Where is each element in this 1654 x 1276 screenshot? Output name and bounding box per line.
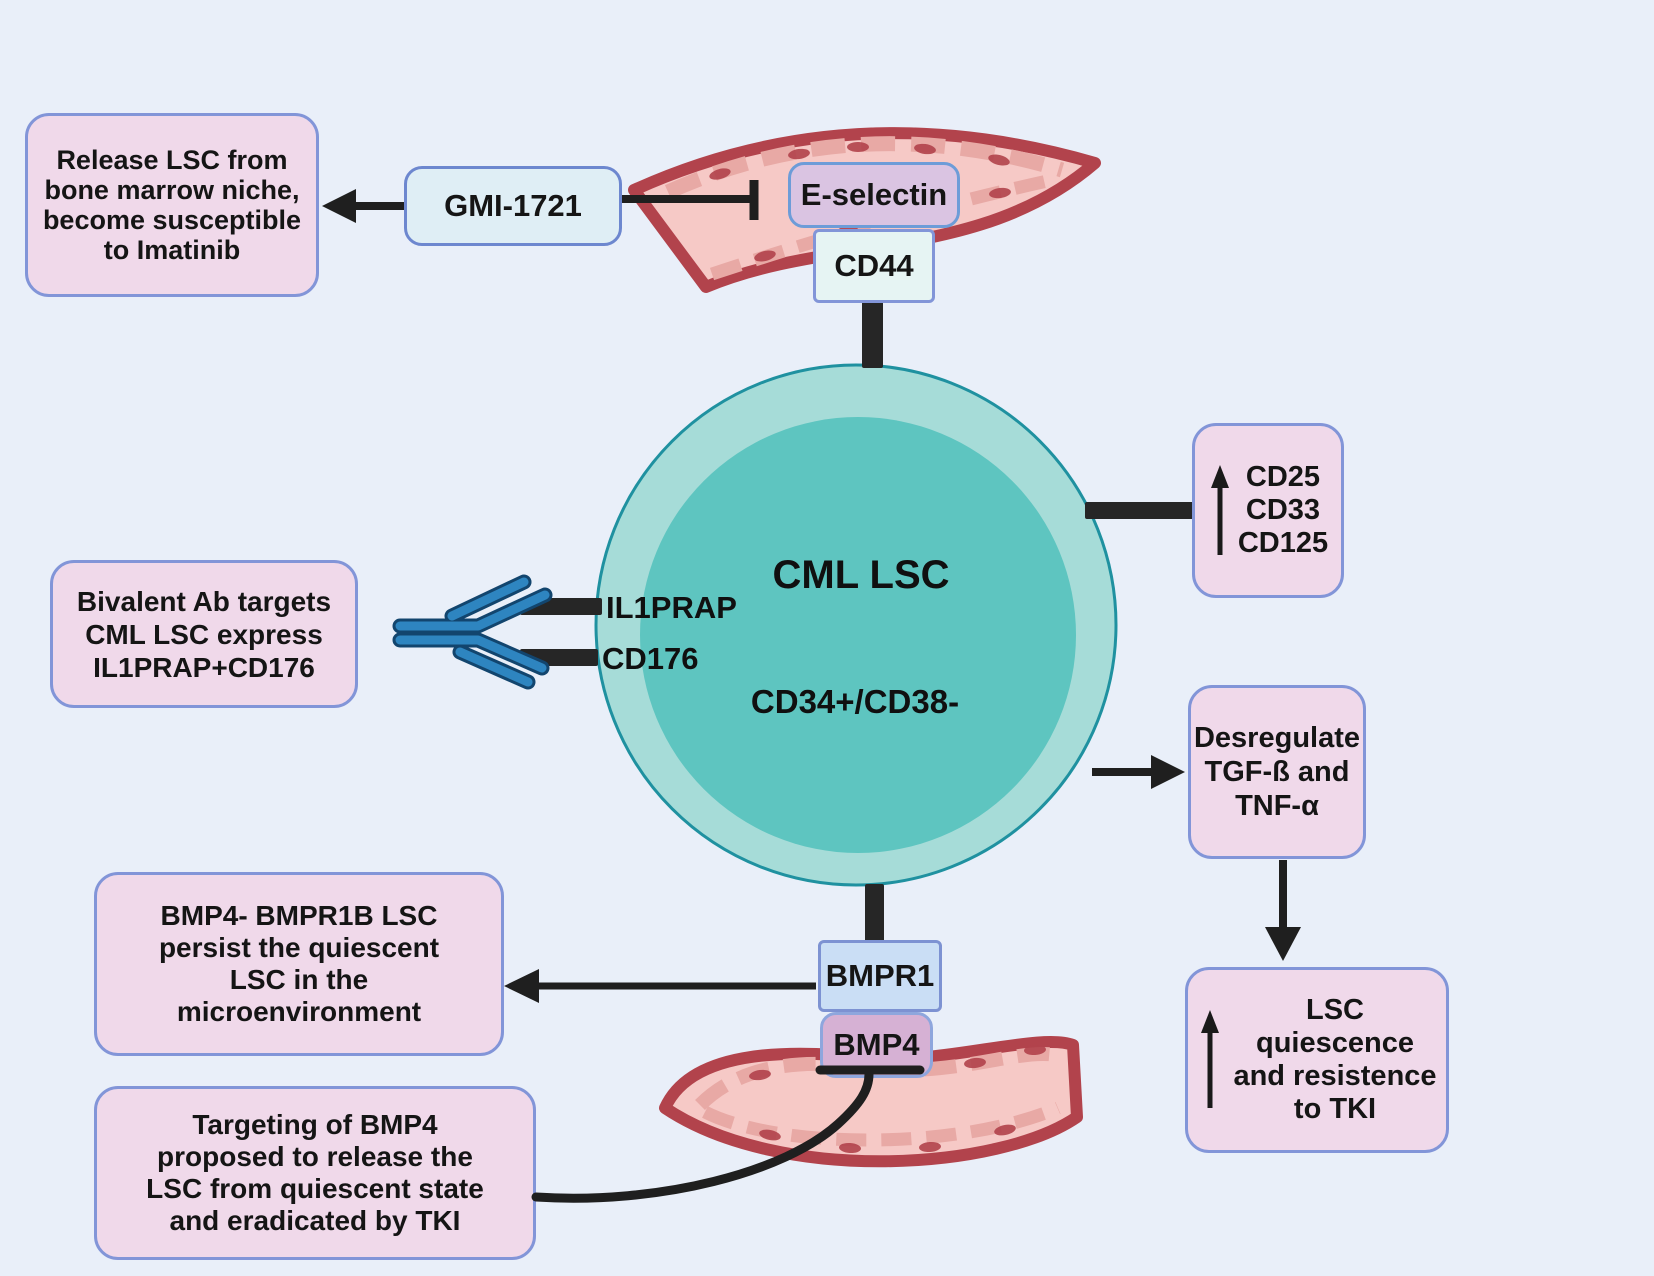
inhibitor-gmi-to-eselectin bbox=[602, 180, 759, 220]
targeting-bmp4-text: Targeting of BMP4 proposed to release th… bbox=[146, 1109, 484, 1236]
release-lsc-text: Release LSC from bone marrow niche, beco… bbox=[42, 145, 302, 265]
bivalent-ab-box: Bivalent Ab targets CML LSC express IL1P… bbox=[50, 560, 358, 708]
endothelium-nuclei bbox=[709, 142, 1011, 262]
up-arrow-icon bbox=[1210, 464, 1229, 555]
gmi-1721-label: GMI-1721 bbox=[444, 188, 582, 223]
bmp4-label: BMP4 bbox=[833, 1027, 920, 1062]
cd44-label: CD44 bbox=[834, 248, 914, 283]
arrow-bmpr1-to-bmp4box bbox=[504, 969, 816, 1003]
bivalent-antibody-icon bbox=[392, 574, 553, 690]
cell-title: CML LSC bbox=[772, 553, 950, 597]
bmp4-box: BMP4 bbox=[820, 1012, 933, 1078]
e-selectin-label: E-selectin bbox=[800, 177, 948, 212]
bmpr1-label: BMPR1 bbox=[825, 958, 935, 993]
surface-markers-box: CD25 CD33 CD125 bbox=[1192, 423, 1344, 598]
e-selectin-box: E-selectin bbox=[788, 162, 960, 228]
il1prap-label: IL1PRAP bbox=[606, 590, 737, 625]
desregulate-box: Desregulate TGF-ß and TNF-α bbox=[1188, 685, 1366, 859]
bmp4-bmpr1b-box: BMP4- BMPR1B LSC persist the quiescent L… bbox=[94, 872, 504, 1056]
bmp4-bmpr1b-text: BMP4- BMPR1B LSC persist the quiescent L… bbox=[158, 900, 440, 1027]
arrow-cell-to-desregulate bbox=[1092, 755, 1185, 789]
surface-markers-text: CD25 CD33 CD125 bbox=[1237, 461, 1329, 559]
cd176-label: CD176 bbox=[602, 641, 699, 676]
desregulate-text: Desregulate TGF-ß and TNF-α bbox=[1193, 722, 1360, 822]
connectors bbox=[322, 180, 1301, 1003]
quiescence-text: LSC quiescence and resistence to TKI bbox=[1233, 994, 1437, 1125]
quiescence-box: LSC quiescence and resistence to TKI bbox=[1185, 967, 1449, 1153]
cell-subtitle: CD34+/CD38- bbox=[750, 683, 960, 720]
gmi-1721-box: GMI-1721 bbox=[404, 166, 622, 246]
cd44-box: CD44 bbox=[813, 229, 935, 303]
arrow-desregulate-to-quiescence bbox=[1265, 860, 1301, 961]
arrow-gmi-to-release bbox=[322, 189, 404, 223]
release-lsc-box: Release LSC from bone marrow niche, beco… bbox=[25, 113, 319, 297]
targeting-bmp4-box: Targeting of BMP4 proposed to release th… bbox=[94, 1086, 536, 1260]
cd44-stem bbox=[862, 298, 883, 368]
bmpr1-stem bbox=[865, 884, 884, 944]
up-arrow-icon bbox=[1201, 1010, 1219, 1108]
cml-lsc-cell bbox=[594, 363, 1118, 887]
bivalent-ab-text: Bivalent Ab targets CML LSC express IL1P… bbox=[76, 585, 332, 683]
bmpr1-box: BMPR1 bbox=[818, 940, 942, 1012]
markers-stem bbox=[1085, 502, 1195, 519]
